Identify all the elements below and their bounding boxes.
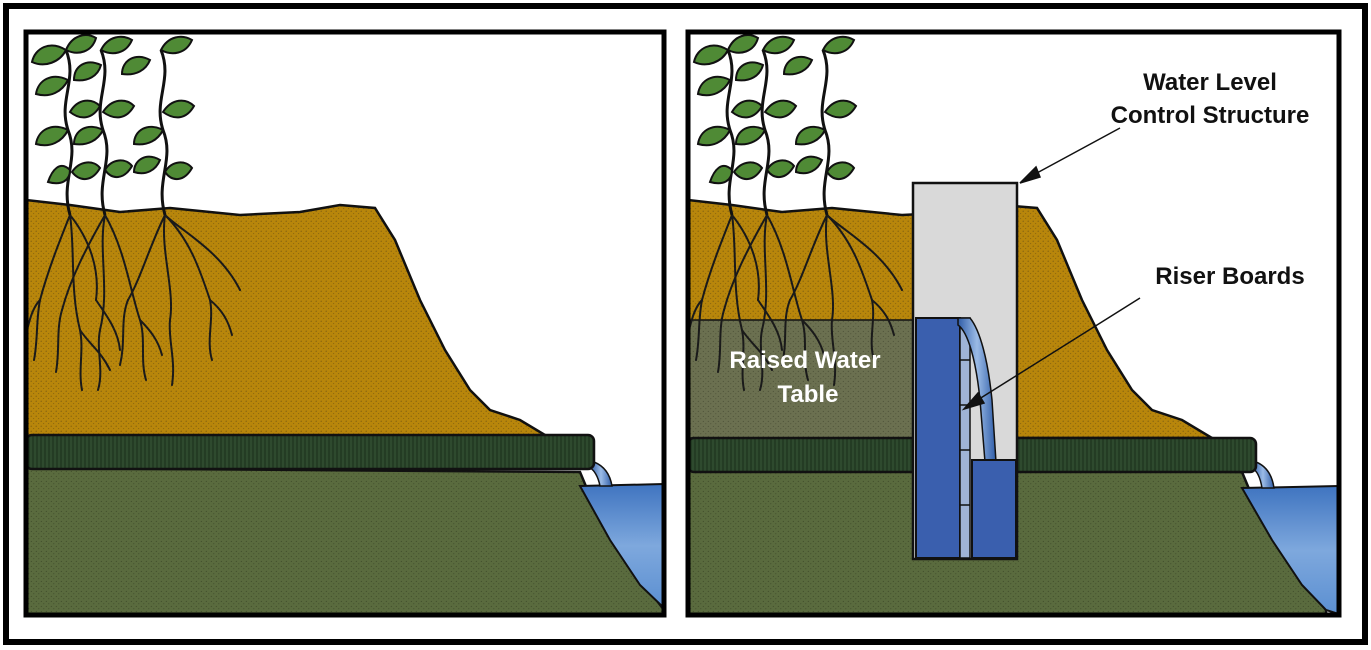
ditch-water-right bbox=[1240, 485, 1339, 615]
ditch-water bbox=[578, 482, 664, 610]
riser-boards-stack bbox=[915, 317, 961, 559]
subsoil-layer bbox=[26, 466, 664, 615]
panel-conventional-drainage bbox=[26, 32, 664, 615]
left-panel-border bbox=[23, 29, 667, 618]
label-riser-boards: Riser Boards bbox=[1155, 263, 1304, 290]
label-raised-water-table-line2: Table bbox=[778, 381, 839, 408]
label-raised-water-table-line1: Raised Water bbox=[729, 347, 880, 374]
pointer-lines bbox=[961, 127, 1141, 411]
label-control-structure-line1: Water Level bbox=[1143, 69, 1277, 96]
tile-drain bbox=[26, 433, 596, 471]
riser-board-column bbox=[959, 317, 971, 559]
drain-outflow bbox=[588, 461, 613, 487]
structure-outlet-water bbox=[971, 459, 1017, 559]
topsoil-layer bbox=[26, 198, 555, 440]
right-panel-border bbox=[685, 29, 1342, 618]
label-control-structure-line2: Control Structure bbox=[1111, 102, 1310, 129]
panel-controlled-drainage bbox=[688, 32, 1339, 615]
riser-board-dividers bbox=[960, 359, 970, 506]
